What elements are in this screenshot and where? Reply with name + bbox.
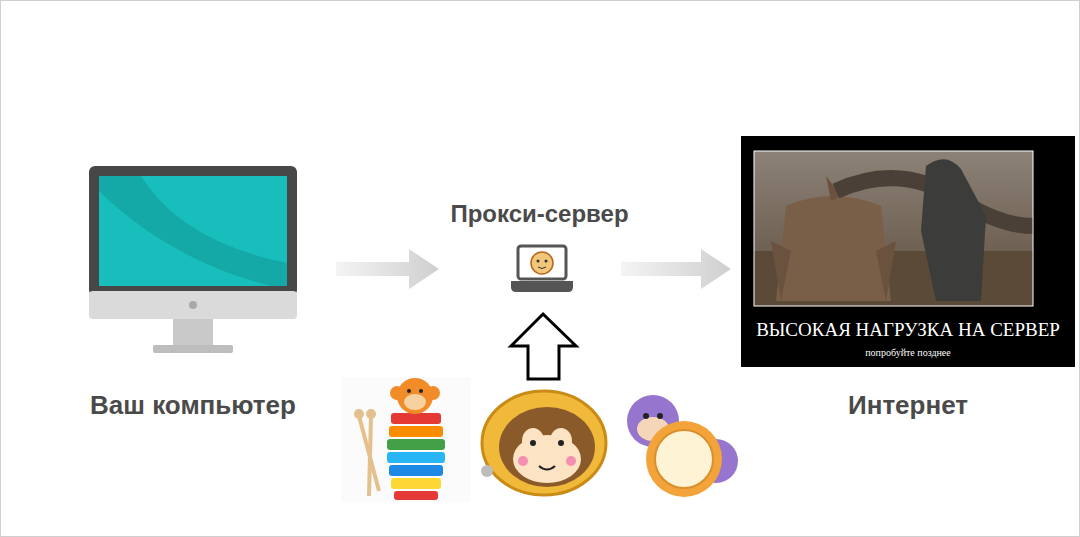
flow-arrow (336, 249, 439, 289)
demotivator-picture-part (741, 136, 1075, 367)
xylophone-toy-part (366, 409, 376, 419)
demotivator-picture-part (754, 151, 1033, 306)
demotivator-title: ВЫСОКАЯ НАГРУЗКА НА СЕРВЕР (741, 319, 1075, 341)
xylophone-toy-part (394, 491, 438, 500)
node-label: Прокси-сервер (441, 196, 638, 228)
xylophone-toy-part (389, 426, 443, 437)
tambourine-toy-part (539, 466, 555, 470)
laptop-icon-part (545, 260, 548, 263)
demotivator-picture-part (921, 159, 986, 301)
tambourine-toy-part (499, 407, 595, 487)
xylophone-toy-part (391, 478, 441, 489)
laptop-icon (511, 246, 573, 292)
xylophone-toy-part (369, 416, 371, 496)
mirror-monkey-toy (627, 395, 738, 497)
demotivator-caption: ВЫСОКАЯ НАГРУЗКА НА СЕРВЕР попробуйте поз… (741, 319, 1075, 358)
xylophone-toy-part (419, 389, 423, 393)
proxy-node: Прокси-сервер (441, 196, 638, 296)
tambourine-toy-part (518, 456, 528, 466)
mirror-monkey-toy-part (646, 421, 722, 497)
laptop-icon-part (518, 246, 566, 279)
demotivator-picture-part (754, 151, 1033, 306)
computer-icon-part (89, 291, 297, 319)
xylophone-toy-part (341, 377, 471, 502)
tambourine-toy-part (482, 391, 606, 495)
node-label: Интернет (848, 390, 968, 421)
xylophone-toy-part (354, 409, 364, 419)
demotivator-picture-part (776, 196, 891, 301)
mirror-monkey-toy-part (657, 413, 663, 419)
tambourine-toy-part (550, 428, 572, 454)
xylophone-toy-part (407, 389, 411, 393)
xylophone-toy-part (404, 394, 426, 410)
xylophone-toy-part (389, 465, 443, 476)
computer-icon-part (189, 301, 197, 309)
tambourine-toy-part (530, 440, 536, 446)
laptop-icon-part (531, 252, 553, 274)
computer-node: Ваш компьютер (89, 166, 297, 353)
xylophone-toy-part (391, 413, 441, 424)
demotivator-subtitle: попробуйте позднее (741, 347, 1075, 358)
mirror-monkey-toy-part (655, 430, 713, 488)
computer-icon-part (89, 166, 297, 296)
xylophone-toy-part (426, 386, 440, 400)
internet-node: Интернет (741, 136, 1075, 367)
tambourine-toy (481, 391, 606, 495)
demotivator-picture (741, 136, 1075, 367)
tambourine-toy-part (558, 440, 564, 446)
demotivator-picture-part (771, 176, 896, 301)
computer-icon-part (99, 176, 287, 286)
flow-arrow (621, 249, 731, 289)
tambourine-toy-part (522, 428, 544, 454)
xylophone-toy-part (387, 439, 445, 450)
node-label: Ваш компьютер (90, 390, 296, 421)
laptop-icon-part (511, 281, 573, 292)
tambourine-toy-part (566, 456, 576, 466)
xylophone-toy-part (390, 386, 404, 400)
laptop-icon-part (538, 267, 546, 269)
computer-icon-part (99, 176, 287, 286)
tambourine-toy-part (481, 465, 493, 477)
laptop-icon-part (537, 260, 540, 263)
up-arrow (511, 314, 576, 379)
computer-icon-part (153, 345, 233, 353)
xylophone-toy (341, 377, 471, 502)
computer-icon-part (173, 319, 213, 346)
xylophone-toy-part (387, 452, 445, 463)
computer-icon (89, 166, 297, 353)
mirror-monkey-toy-part (643, 413, 649, 419)
